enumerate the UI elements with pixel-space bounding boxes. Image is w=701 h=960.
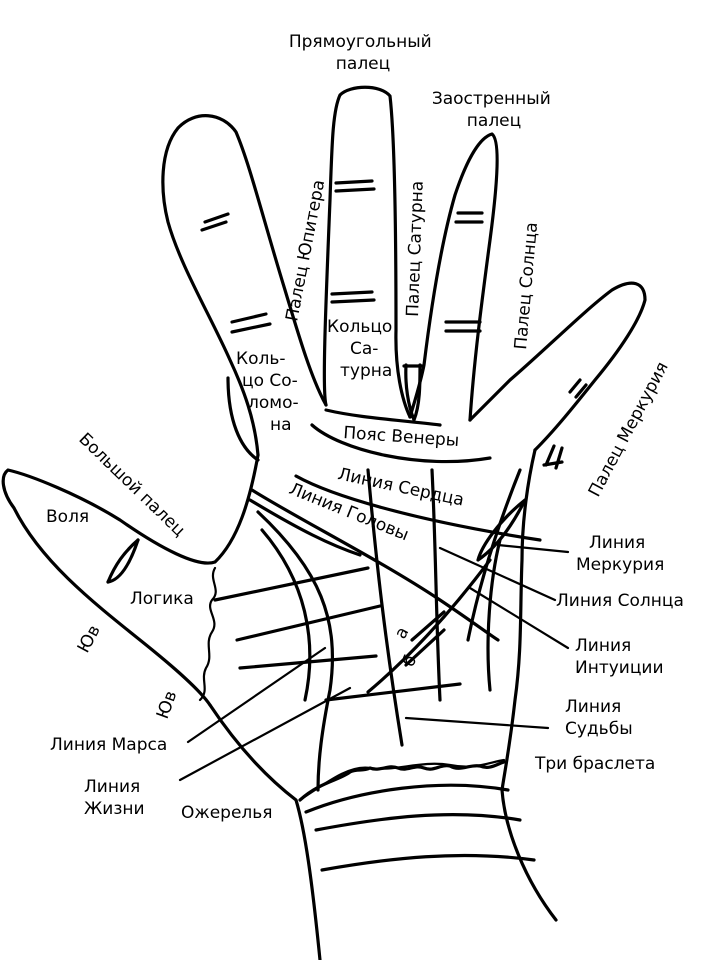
index-crease-3 [230, 312, 268, 324]
hand-outline [1, 85, 647, 960]
saturn-finger-label: Палец Сатурна [403, 180, 428, 317]
intuition-loop [476, 498, 527, 562]
palm-left-edge [208, 703, 322, 960]
index-crease-4 [230, 322, 272, 334]
mars-stripe-2 [235, 604, 382, 642]
little-crease-3 [544, 444, 556, 467]
thumb-outline [1, 453, 260, 707]
palm-right-edge [500, 448, 558, 922]
fate-line-line-1: Линия [565, 697, 621, 717]
life-line [256, 510, 334, 792]
leader-fate [404, 716, 550, 730]
bracelet-3 [314, 812, 522, 832]
bracelet-chain [298, 760, 506, 802]
mars-stripe-4 [324, 682, 462, 702]
thumb-tip-line-2 [106, 538, 140, 584]
head-line-2 [248, 498, 362, 557]
mercury-line-line-1: Линия [589, 533, 645, 553]
yuv-left-label: Юв [74, 622, 105, 656]
leader-sun [438, 546, 557, 602]
life-line-label: Линия Жизни [84, 777, 146, 819]
intuition-line-label: Линия Интуиции [575, 636, 664, 678]
fate-line [366, 468, 404, 747]
middle-crease-3 [330, 290, 374, 296]
leader-life [178, 686, 352, 782]
leader-lines [178, 543, 570, 782]
thumb-label: Большой палец [75, 429, 189, 540]
index-crease-2 [200, 220, 228, 232]
will-label: Воля [46, 507, 89, 527]
pointed-finger-line-1: Заостренный [432, 89, 551, 109]
middle-crease-2 [334, 187, 376, 193]
middle-finger-outline [322, 85, 412, 419]
solomon-ring-line-4: на [270, 415, 292, 435]
mercury-line [366, 558, 492, 694]
mercury-line-label: Линия Меркурия [576, 533, 664, 575]
ring-finger-outline [408, 132, 499, 422]
mars-stripe-3 [238, 654, 378, 670]
line-a [410, 610, 446, 642]
index-finger-outline [161, 114, 328, 457]
fate-line-label: Линия Судьбы [565, 697, 633, 739]
life-line-line-2: Жизни [84, 799, 145, 819]
belt-of-venus-upper [324, 408, 442, 427]
ring-of-saturn [404, 363, 422, 422]
rect-finger-line-1: Прямоугольный [289, 32, 432, 52]
saturn-ring-line-2: Са- [350, 339, 378, 359]
belt-of-venus [310, 423, 492, 464]
venus-belt-label: Пояс Венеры [343, 423, 460, 451]
three-bracelets-label: Три браслета [534, 754, 655, 774]
pointed-finger-label: Заостренный палец [432, 89, 556, 131]
little-crease-5 [542, 460, 564, 467]
leader-intuition [468, 586, 570, 650]
leader-mercury [496, 543, 570, 554]
mars-stripe-1 [213, 566, 370, 602]
mars-line-label: Линия Марса [50, 735, 167, 755]
life-line-line-1: Линия [84, 777, 140, 797]
little-finger-outline [468, 281, 647, 452]
bracelet-4 [320, 853, 536, 872]
logic-chain [198, 566, 217, 702]
head-line [250, 488, 500, 642]
saturn-ring-line-3: турна [340, 361, 392, 381]
ring-of-solomon [226, 376, 260, 462]
index-crease-1 [203, 212, 230, 224]
sun-line [430, 468, 442, 702]
intuition-line-line-2: Интуиции [575, 658, 664, 678]
little-crease-1 [568, 378, 582, 394]
solomon-ring-line-1: Коль- [236, 349, 286, 369]
solomon-ring-line-2: цо Со- [242, 371, 298, 391]
mars-line [260, 528, 312, 702]
pointed-finger-line-2: палец [467, 111, 521, 131]
intuition-line-line-1: Линия [575, 636, 631, 656]
leader-mars [186, 646, 327, 744]
middle-crease-1 [334, 179, 374, 185]
sun-finger-label: Палец Солнца [511, 221, 542, 350]
jupiter-finger-label: Палец Юпитера [282, 178, 329, 323]
yuv-palm-label: Юв [153, 688, 181, 722]
mercury-line-line-2: Меркурия [576, 555, 664, 575]
saturn-ring-line-1: Кольцо [327, 317, 392, 337]
saturn-ring-label: Кольцо Са- турна [327, 317, 398, 381]
mark-a-label: а [391, 624, 414, 643]
labels: Прямоугольный палец Заостренный палец Па… [46, 32, 684, 823]
fate-line-line-2: Судьбы [565, 719, 633, 739]
solomon-ring-label: Коль- цо Со- ломо- на [236, 349, 304, 435]
bracelet-2 [304, 783, 510, 814]
line-b [404, 628, 446, 667]
sun-line-label: Линия Солнца [556, 591, 684, 611]
thumb-tip-line [106, 538, 140, 584]
rect-finger-line-2: палец [336, 54, 390, 74]
rect-finger-label: Прямоугольный палец [289, 32, 437, 74]
middle-crease-4 [330, 298, 376, 304]
mercury-finger-label: Палец Меркурия [585, 359, 673, 501]
necklaces-label: Ожерелья [181, 803, 273, 823]
palm-lines [198, 363, 542, 872]
little-crease-2 [574, 383, 588, 399]
logic-label: Логика [130, 589, 194, 609]
little-crease-4 [554, 446, 564, 470]
solomon-ring-line-3: ломо- [248, 393, 299, 413]
